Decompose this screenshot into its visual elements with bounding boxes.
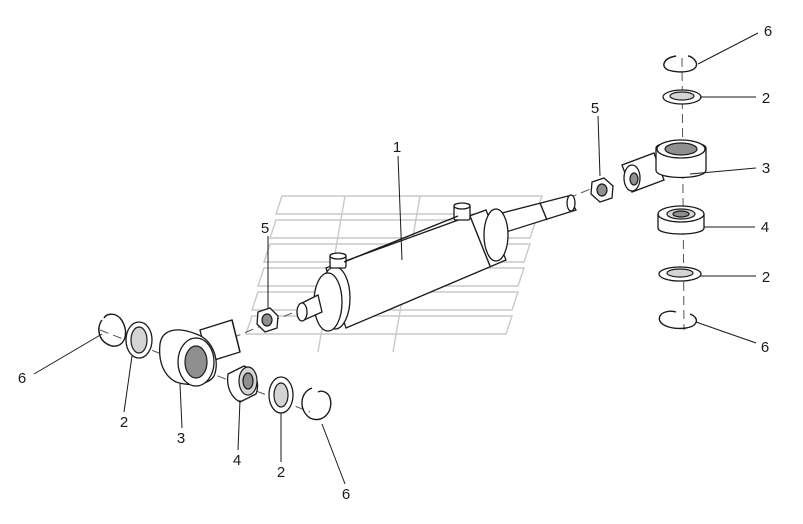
callout-2-left-outer: 2 [120,414,128,431]
callout-6-right-top: 6 [764,23,772,40]
callout-6-right-bottom: 6 [761,339,769,356]
callout-1: 1 [393,139,401,156]
retaining-ring-right-bottom [658,310,697,330]
callout-5-right: 5 [591,100,599,117]
bearing-right [657,205,705,235]
callout-5-left: 5 [261,220,269,237]
retaining-ring-left-outer [98,313,127,347]
callout-4-right: 4 [761,219,769,236]
callout-6-left-outer: 6 [18,370,26,387]
clevis-eye-left [158,319,241,387]
bushing-right-top [662,89,702,105]
callout-4-left: 4 [233,452,241,469]
bushing-left-outer [125,321,153,359]
retaining-ring-left-inner [301,387,332,421]
bushing-right-bottom [658,266,702,282]
clevis-eye-right [621,139,707,193]
piston-rod [497,195,577,233]
nut-right [590,177,614,203]
callout-3-right: 3 [762,160,770,177]
barrel-rod-end [483,208,509,262]
callout-6-left-inner: 6 [342,486,350,503]
callout-3-left: 3 [177,430,185,447]
retaining-ring-right-top [663,55,698,73]
callout-2-left-inner: 2 [277,464,285,481]
nut-left [256,307,279,333]
callout-2-right-bottom: 2 [762,269,770,286]
leader-lines [33,32,759,485]
bearing-left [226,365,259,403]
hydraulic-cylinder [296,194,577,332]
bushing-left-inner [268,376,294,414]
callout-2-right-top: 2 [762,90,770,107]
